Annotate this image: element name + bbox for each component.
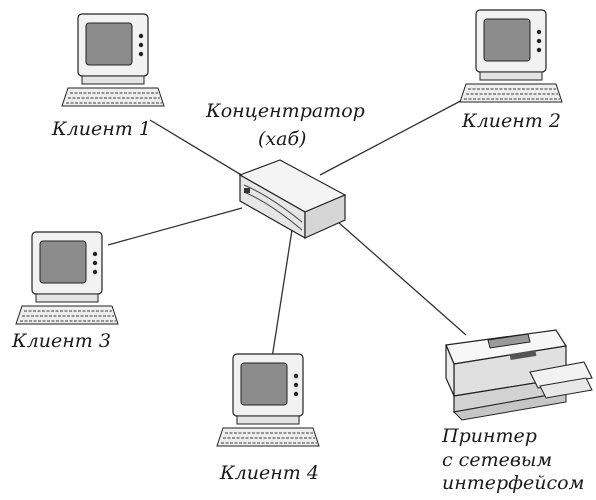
printer-label-line-2: с сетевым xyxy=(442,449,553,471)
printer-label-line-1: Принтер xyxy=(442,425,537,447)
client-1-label: Клиент 1 xyxy=(52,118,151,140)
link-client-1 xyxy=(149,119,259,186)
link-client-4 xyxy=(271,229,293,359)
hub-subtitle: (хаб) xyxy=(258,128,307,150)
printer-label-line-3: интерфейсом xyxy=(442,472,585,494)
client-2-label: Клиент 2 xyxy=(462,110,561,132)
client-3-computer-icon xyxy=(15,231,119,325)
link-client-3 xyxy=(107,207,243,246)
client-4-label: Клиент 4 xyxy=(220,462,319,484)
hub-title: Концентратор xyxy=(206,100,365,122)
client-4-computer-icon xyxy=(216,353,320,447)
network-printer-icon xyxy=(445,329,593,421)
network-hub-icon xyxy=(238,159,347,240)
client-1-computer-icon xyxy=(61,13,165,107)
client-3-label: Клиент 3 xyxy=(12,330,111,352)
link-printer xyxy=(337,221,467,336)
link-client-2 xyxy=(319,95,471,176)
client-2-computer-icon xyxy=(459,9,563,103)
